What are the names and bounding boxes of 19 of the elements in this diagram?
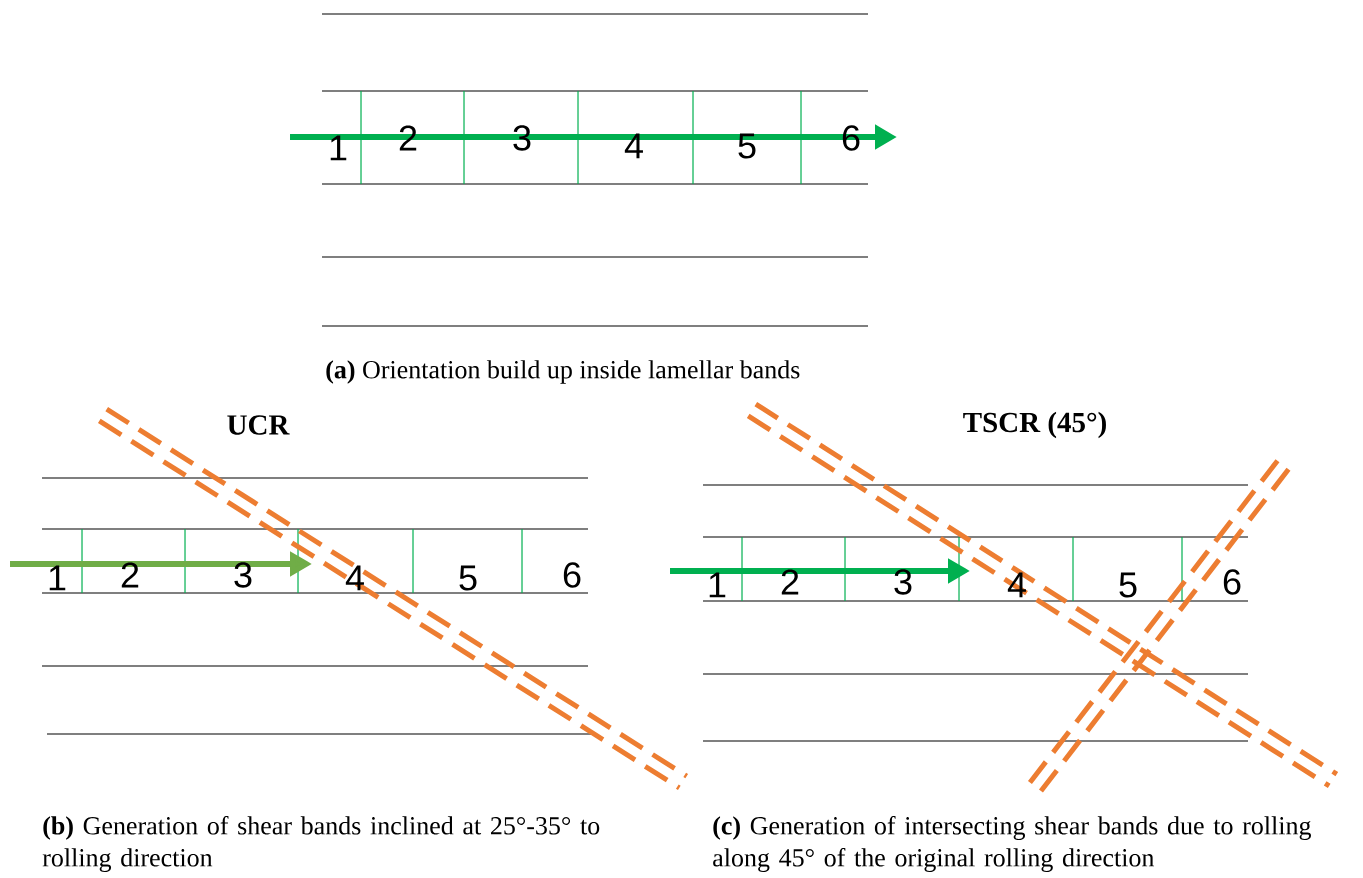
band-number: 1 (709, 572, 726, 598)
band-number: 5 (738, 133, 756, 159)
band-number: 6 (1223, 569, 1241, 595)
panel-caption: (a) Orientation build up inside lamellar bands (326, 360, 800, 384)
panel-title: UCR (227, 415, 290, 435)
band-number: 4 (345, 565, 364, 591)
band-number: 2 (781, 569, 799, 595)
band-number: 1 (49, 565, 66, 591)
band-number: 3 (234, 562, 252, 588)
band-number: 3 (894, 569, 912, 595)
band-number: 6 (563, 562, 581, 588)
panel-title: TSCR (45°) (963, 411, 1106, 439)
band-number: 2 (121, 562, 139, 588)
band-number: 5 (1119, 572, 1137, 598)
band-number: 4 (624, 133, 643, 159)
panel-caption: (b) Generation of shear bands inclined at 25°-35° to rolling direction (42, 816, 600, 872)
panel-caption: (c) Generation of intersecting shear bands due to rolling along 45° of the original rolling direction (713, 816, 1311, 872)
band-number: 5 (459, 565, 477, 591)
band-number: 1 (330, 135, 347, 161)
